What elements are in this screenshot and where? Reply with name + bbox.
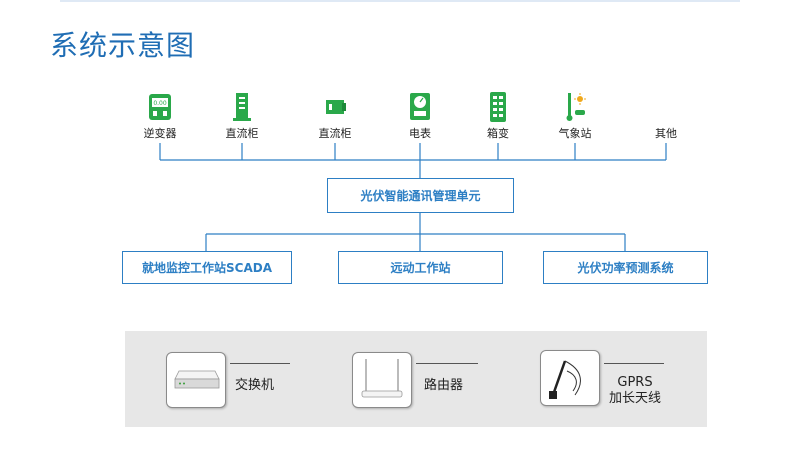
telecontrol-box: 远动工作站 — [338, 251, 503, 284]
device-other: 其他 — [631, 90, 701, 141]
device-label: 箱变 — [487, 127, 509, 140]
top-divider — [60, 0, 740, 2]
dc-combiner-icon — [322, 90, 348, 124]
device-label: 逆变器 — [143, 127, 177, 140]
page-title: 系统示意图 — [50, 29, 196, 62]
antenna-label-line1: GPRS — [617, 375, 653, 390]
meter-icon — [407, 90, 433, 124]
switch-label: 交换机 — [235, 378, 275, 393]
dc-cabinet-icon — [229, 90, 255, 124]
switch-icon — [166, 352, 226, 408]
device-weather-station: 气象站 — [540, 90, 610, 141]
inverter-icon: 0.00 — [147, 90, 173, 124]
router-label: 路由器 — [424, 378, 464, 393]
scada-box: 就地监控工作站SCADA — [122, 251, 292, 284]
router-line — [416, 363, 478, 364]
power-forecast-box: 光伏功率预测系统 — [543, 251, 708, 284]
device-meter: 电表 — [385, 90, 455, 141]
central-unit-box: 光伏智能通讯管理单元 — [327, 178, 514, 213]
device-dc-cabinet-2: 直流柜 — [300, 90, 370, 141]
antenna-line — [604, 363, 664, 364]
antenna-label: GPRS 加长天线 — [605, 375, 665, 407]
device-label: 直流柜 — [225, 127, 259, 140]
router-icon — [352, 352, 412, 408]
device-label: 其他 — [655, 127, 677, 140]
box-transformer-icon — [485, 90, 511, 124]
switch-line — [230, 363, 290, 364]
weather-station-icon — [562, 90, 588, 124]
device-box-transformer: 箱变 — [463, 90, 533, 141]
svg-text:0.00: 0.00 — [153, 100, 167, 107]
device-inverter: 0.00 逆变器 — [125, 90, 195, 141]
antenna-icon — [540, 350, 600, 406]
device-label: 直流柜 — [318, 127, 352, 140]
device-label: 电表 — [409, 127, 431, 140]
device-dc-cabinet-1: 直流柜 — [207, 90, 277, 141]
device-label: 气象站 — [558, 127, 592, 140]
antenna-label-line2: 加长天线 — [608, 391, 661, 406]
